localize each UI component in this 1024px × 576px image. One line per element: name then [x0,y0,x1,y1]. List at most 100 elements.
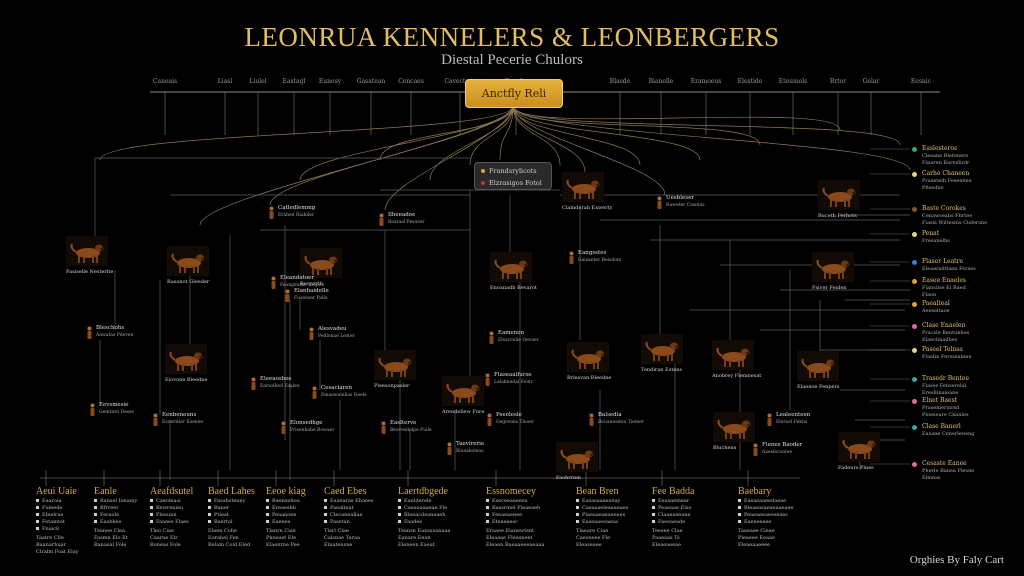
column-item: Bfrreer [94,504,176,511]
right-item-name: Cesaste Eanee [922,460,967,467]
person-detail: Esowntier Esenee [162,420,204,425]
column-item: Pleaunn [150,511,232,518]
right-item-detail: Cenawseahs Fhrtee [922,213,973,219]
person-name: Elanhaidelle [294,288,329,294]
bullet-icon [912,232,917,237]
connector-line [512,105,901,146]
dog-caption: Elaenoe Fenpers [797,384,840,390]
bullet-icon [266,513,269,516]
top-label: Eastagl [282,78,306,85]
column-note: Eanare Eean [398,535,431,541]
person-detail: Biusaboleau [456,449,484,454]
top-label: Cencaes [398,78,424,85]
column-item: Ereaeshb [266,504,348,511]
column-item: Eaaearas Ehaees [324,497,406,504]
connector-line [299,105,514,181]
leonberger-photo [712,340,754,370]
column-item: Baner [208,504,290,511]
column-item: Paealteat [324,504,406,511]
legend-label: Frandsrylicots [489,166,537,175]
right-item-detail: Pherle Banea Flesne [922,468,975,474]
column-item: Eanlderele [398,497,480,504]
person-detail: Feangeutne Eelpen [280,283,325,288]
column-item: Eteaeaesc [486,518,568,525]
person-name: Cesaclaren [321,385,353,391]
column-item: Feraole [94,511,176,518]
right-item-detail: Eresllinaleane [922,390,959,396]
column-note: Caesneee Fle [576,535,611,541]
bullet-icon [94,499,97,502]
dog-caption: Fsiver Feiden [812,285,847,291]
top-label: Brtor [829,78,847,85]
leonberger-photo [812,252,854,282]
column-item-label: Baner [214,504,230,511]
person-detail: Emaseonelias Deele [321,393,367,398]
person-name: Easlterve [390,420,417,426]
right-item-detail: Pfisedne [922,185,944,191]
top-label: Eunesy [318,78,342,85]
legend-dot-icon [481,180,485,185]
column-note: Eraaee Eianewtsnt [486,528,535,534]
column-note: Eleaaae Fleasneet [486,535,533,541]
dog-caption: Clamdorah Exwerty [562,205,613,211]
figure-icon [311,385,318,399]
right-item-name: Elnet Baest [922,397,958,404]
right-item-detail: Flaon [922,292,937,298]
root-node[interactable]: Anctfly Reli [465,79,563,108]
bullet-icon [576,513,579,516]
column-item: Pasetan [324,518,406,525]
bullet-icon [324,513,327,516]
column-item: Fotamtet [36,518,118,525]
column-item-label: Eaaroia [42,497,62,504]
column-note: Teesne Clae [652,528,683,534]
column-item: Bansel Ineamy [94,497,176,504]
column-note: Elnatensne [324,542,353,548]
bullet-icon [94,513,97,516]
right-item-detail: Flansilse Ei Baed [922,285,966,291]
column-item: Ptieat [208,511,290,518]
person-detail: Lelahnedal Feinr [494,380,533,385]
bullet-icon [94,520,97,523]
column-item-label: Bewrenieu [156,504,184,511]
column-item-label: Faadee [404,518,423,525]
column-item-label: Caeomasi [156,497,181,504]
figure-icon [568,250,575,264]
dog-caption: Enoanadh Bevarot [490,285,537,291]
bullet-icon [266,506,269,509]
bullet-icon [738,499,741,502]
leonberger-photo [165,344,207,374]
right-item-name: Carhe Chaneen [922,170,970,177]
bullet-icon [208,513,211,516]
column-item-label: Baensehou [272,497,300,504]
person-detail: Gegreuns Tieoer [496,420,535,425]
bullet-icon [150,513,153,516]
column-note: Fasmn Elo Et [94,535,128,541]
bullet-icon [36,506,39,509]
person-detail: Prisenhabe Bowaer [290,428,335,433]
column-item: Clecaneallae [324,511,406,518]
page-subtitle: Diestal Pecerie Chulors [441,52,583,68]
leonberger-photo [374,350,416,380]
connector-line [512,105,641,166]
column-item-label: Pleaunn [156,511,177,518]
column-item-label: Feeaeaenee [492,511,523,518]
column-item-label: Pasetan [330,518,350,525]
column-title: Baed Lahes [208,486,255,497]
column-title: Baebary [738,486,772,497]
column-item: Caeasaeleaeaeaes [576,504,658,511]
column-item-label: Eaeaeeaee [744,518,772,525]
connector-line [499,105,514,161]
right-item-detail: Elaeclinadbes [922,337,958,343]
column-item-label: Peaeaae Elas [658,504,692,511]
column-item: Feeaeaenee [486,511,568,518]
bullet-icon [486,499,489,502]
person-name: Ilheeadoe [388,212,416,218]
column-item-label: Easbkee [100,518,122,525]
bullet-icon [266,499,269,502]
figure-icon [484,372,491,386]
bullet-icon [36,513,39,516]
